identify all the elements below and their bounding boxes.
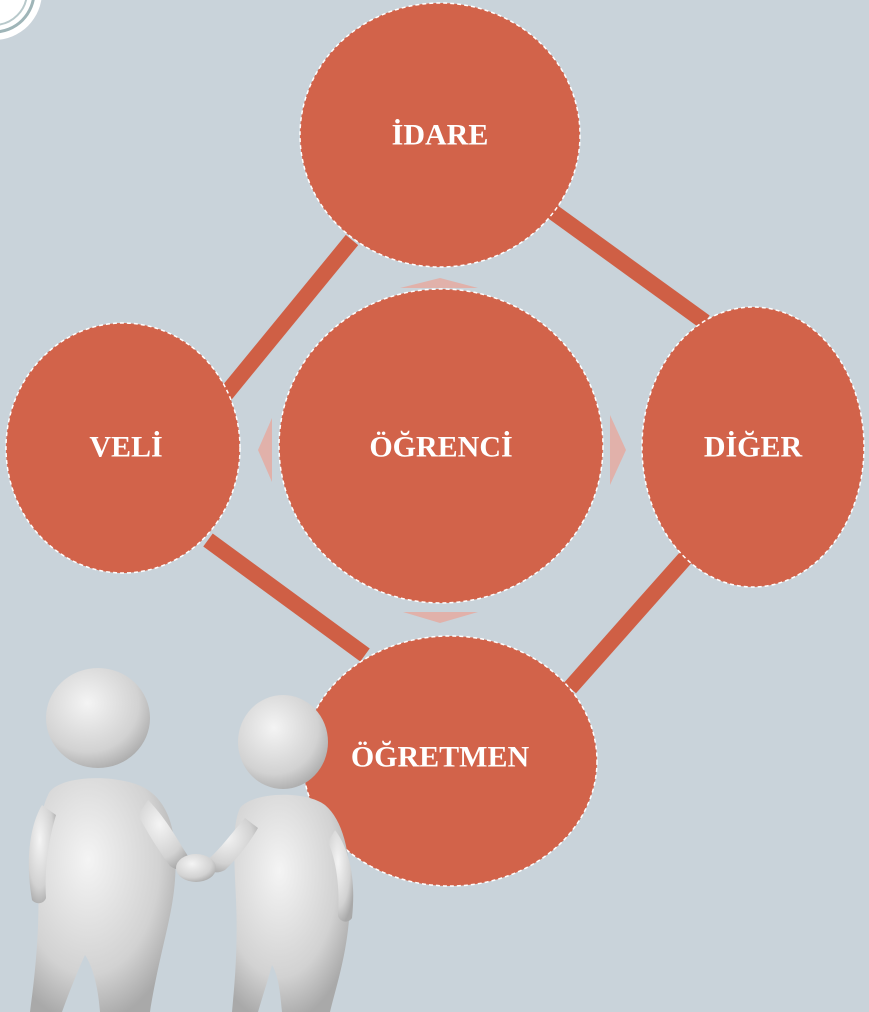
node-veli-label: VELİ	[89, 431, 162, 464]
handshake-hands	[176, 854, 216, 882]
node-ogrenci: ÖĞRENCİ	[278, 288, 604, 604]
connector-diger-ogretmen	[564, 549, 694, 694]
person-right-figure	[205, 695, 354, 1012]
node-ogretmen-label: ÖĞRETMEN	[351, 741, 530, 774]
arrow-right-to-diger	[610, 415, 626, 485]
connector-veli-ogretmen	[203, 533, 370, 662]
node-veli: VELİ	[5, 322, 241, 574]
node-idare: İDARE	[299, 2, 581, 268]
connector-lines	[203, 205, 710, 694]
person-left-figure	[28, 668, 192, 1012]
node-diger-label: DİĞER	[704, 431, 803, 464]
connector-idare-veli	[218, 234, 359, 401]
handshake-people-image	[28, 668, 354, 1012]
arrow-up-to-idare	[400, 278, 478, 288]
node-ogrenci-label: ÖĞRENCİ	[369, 431, 512, 464]
connector-idare-diger	[548, 205, 710, 329]
node-diger: DİĞER	[641, 306, 865, 588]
node-idare-label: İDARE	[392, 119, 489, 152]
arrow-down-to-ogretmen	[403, 612, 478, 623]
arrow-group	[258, 278, 626, 623]
arrow-left-to-veli	[258, 418, 272, 482]
corner-logo	[0, 0, 42, 40]
node-ogretmen: ÖĞRETMEN	[302, 635, 598, 887]
